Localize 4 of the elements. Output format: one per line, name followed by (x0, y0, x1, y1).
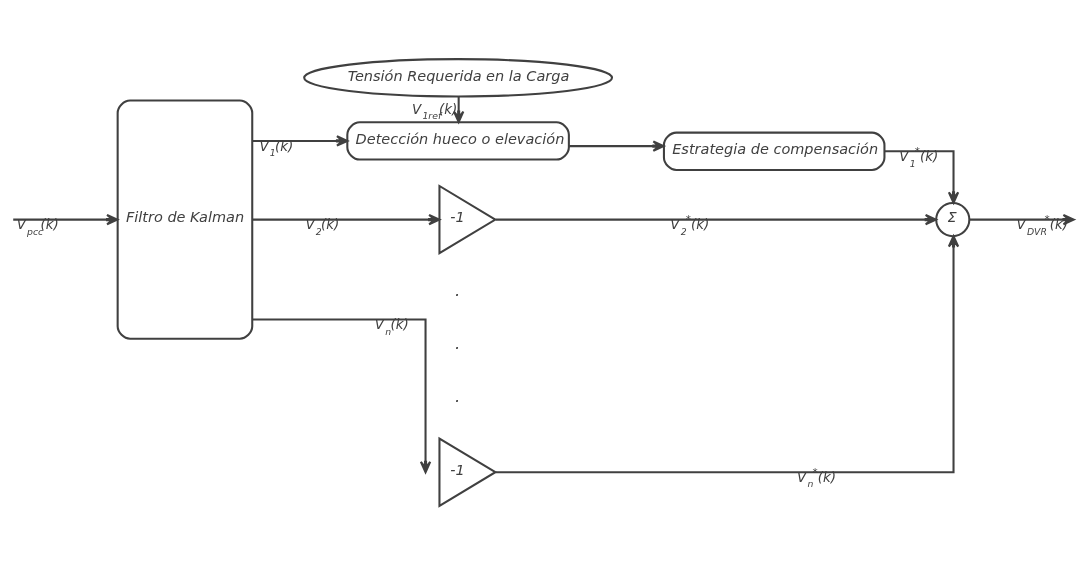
edge-label: V$_{1ref}$(k) (412, 101, 458, 122)
label: . (454, 281, 461, 301)
label: . (454, 386, 461, 406)
label: . (454, 333, 461, 353)
